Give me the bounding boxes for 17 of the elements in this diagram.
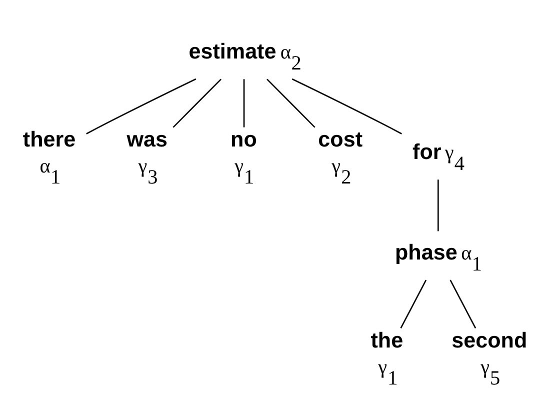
connector xyxy=(243,79,245,128)
node-text: the xyxy=(370,328,404,353)
node-text: phase xyxy=(395,239,458,264)
node-text: cost xyxy=(318,126,363,152)
connector xyxy=(292,78,402,134)
connector xyxy=(172,78,222,128)
connector xyxy=(86,78,196,134)
connector xyxy=(400,280,427,328)
connector xyxy=(437,180,439,232)
connector xyxy=(266,78,316,128)
node-text: was xyxy=(126,126,168,152)
node-text: estimate xyxy=(188,38,276,64)
node-text: there xyxy=(22,126,76,152)
node-text: second xyxy=(452,328,528,353)
node-text: for xyxy=(412,138,442,164)
connector xyxy=(450,280,476,328)
node-text: no xyxy=(230,126,257,152)
